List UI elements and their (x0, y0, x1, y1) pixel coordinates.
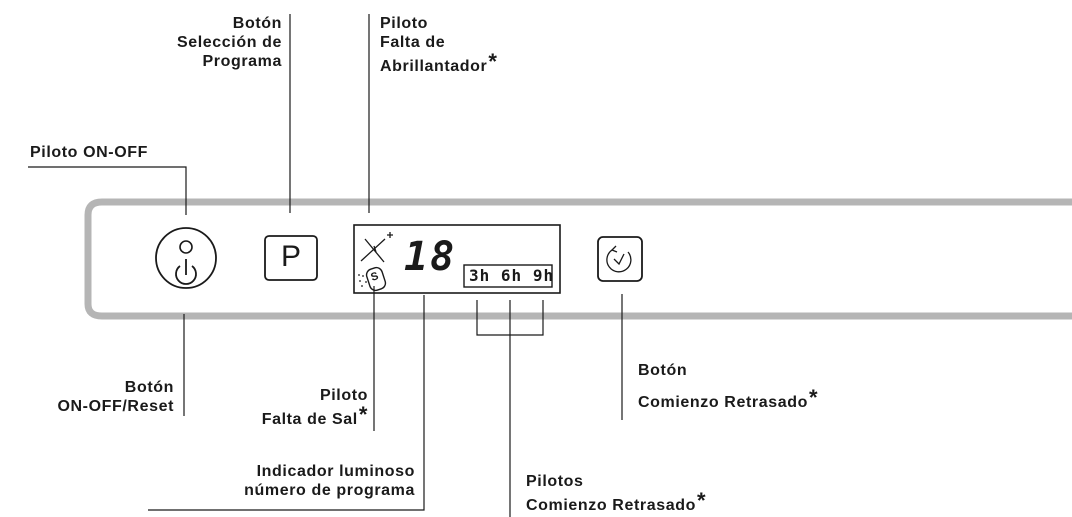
on-off-pilot-light (179, 240, 193, 254)
delay-9h: 9h (532, 266, 555, 285)
label-delayed-start-button: Botón Comienzo Retrasado* (638, 362, 819, 411)
control-panel-outline (84, 198, 1072, 320)
program-select-button-frame (264, 235, 318, 281)
delay-3h: 3h (469, 266, 491, 285)
delay-hours-frame (463, 264, 553, 288)
power-icon (175, 265, 197, 285)
program-number-display: 18 (404, 234, 457, 280)
delay-6h: 6h (500, 266, 523, 285)
label-rinse-aid-pilot: Piloto Falta de Abrillantador* (380, 15, 498, 75)
program-select-button[interactable]: P (280, 240, 301, 273)
power-button[interactable] (155, 227, 217, 289)
label-salt-pilot: Piloto Falta de Sal* (261, 387, 368, 428)
leader-lines (28, 14, 623, 517)
label-on-off-reset-button: Botón ON-OFF/Reset (57, 379, 174, 415)
label-program-number-indicator: Indicador luminoso número de programa (244, 463, 415, 499)
label-on-off-pilot: Piloto ON-OFF (30, 144, 149, 161)
label-delay-pilots: Pilotos Comienzo Retrasado* (526, 473, 707, 514)
salt-icon (358, 266, 387, 292)
delay-hours-pilots: 3h 6h 9h (469, 266, 554, 285)
rinse-aid-icon (360, 232, 393, 263)
delayed-start-button[interactable] (597, 236, 643, 282)
label-program-select-button: Botón Selección de Programa (176, 15, 282, 70)
delay-clock-icon (606, 245, 632, 273)
